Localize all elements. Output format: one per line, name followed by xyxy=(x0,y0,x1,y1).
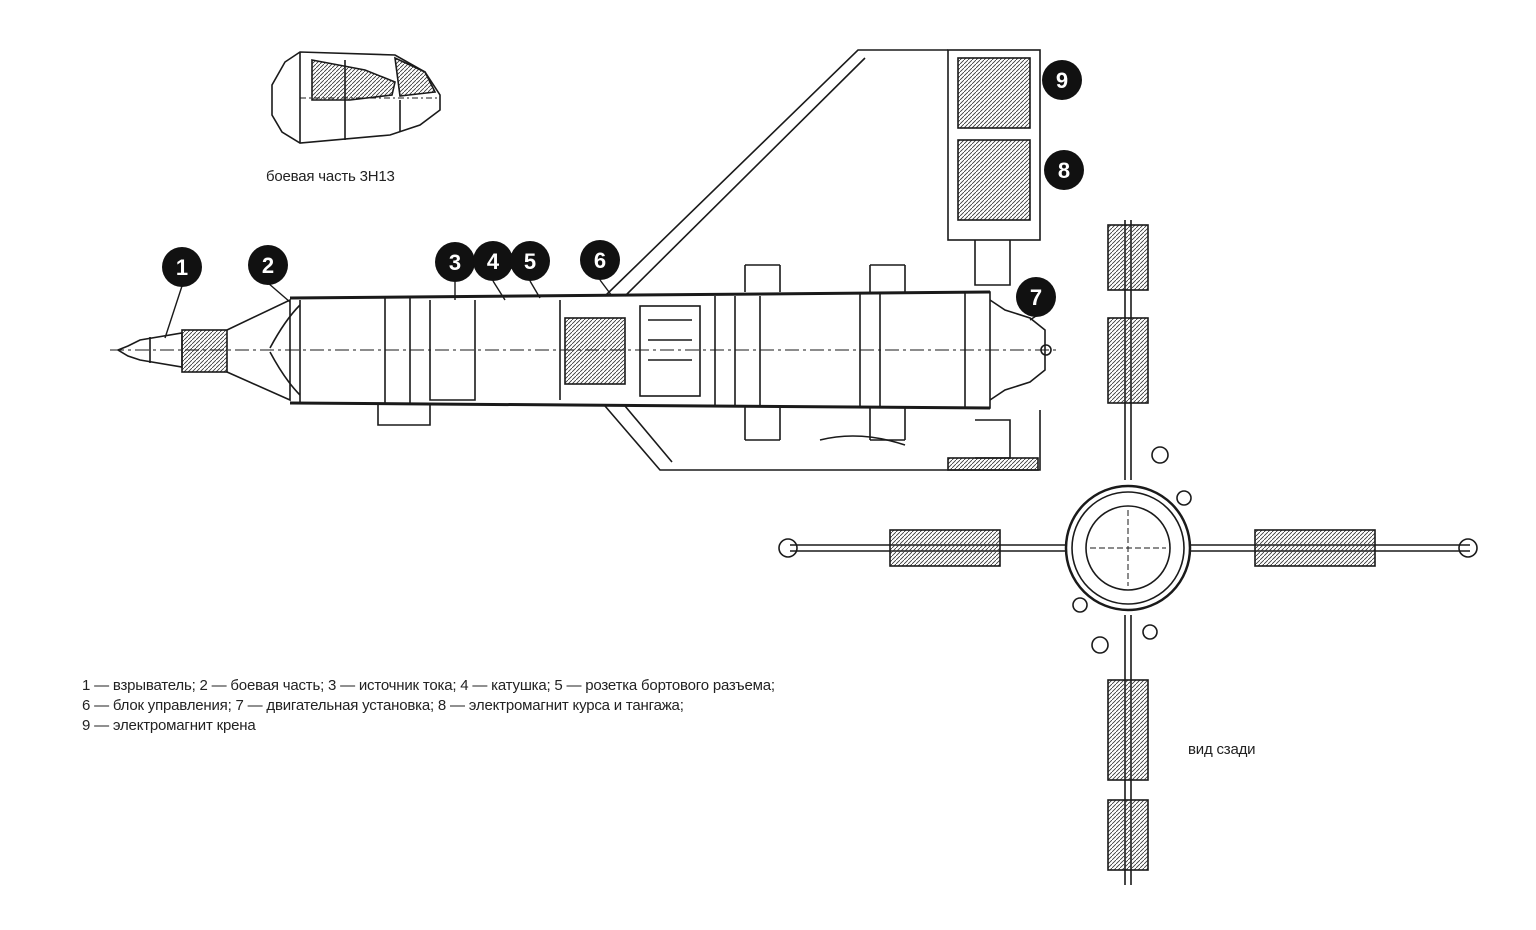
legend-line-1: 1 — взрыватель; 2 — боевая часть; 3 — ис… xyxy=(82,677,775,694)
marker-8: 8 xyxy=(1044,150,1084,190)
marker-8-label: 8 xyxy=(1058,158,1070,183)
legend: 1 — взрыватель; 2 — боевая часть; 3 — ис… xyxy=(82,676,775,736)
rear-view-caption: вид сзади xyxy=(1188,741,1256,758)
marker-2: 2 xyxy=(248,245,288,285)
marker-7: 7 xyxy=(1016,277,1056,317)
legend-line-2: 6 — блок управления; 7 — двигательная ус… xyxy=(82,697,684,714)
warhead-caption: боевая часть 3Н13 xyxy=(266,168,395,185)
lower-wing xyxy=(604,405,1041,471)
marker-1: 1 xyxy=(162,247,202,287)
marker-4-label: 4 xyxy=(487,249,500,274)
marker-6: 6 xyxy=(580,240,620,280)
marker-3: 3 xyxy=(435,242,475,282)
marker-7-label: 7 xyxy=(1030,285,1042,310)
marker-2-label: 2 xyxy=(262,253,274,278)
marker-1-label: 1 xyxy=(176,255,188,280)
marker-3-label: 3 xyxy=(449,250,461,275)
leader-lines xyxy=(164,279,1037,339)
missile-body xyxy=(110,290,1060,426)
upper-wing xyxy=(604,49,948,297)
marker-5: 5 xyxy=(510,241,550,281)
marker-5-label: 5 xyxy=(524,249,536,274)
actuator-clamps xyxy=(744,264,906,446)
control-module xyxy=(947,49,1041,286)
warhead-inset-drawing xyxy=(271,51,441,144)
rear-view-drawing xyxy=(778,220,1478,885)
marker-6-label: 6 xyxy=(594,248,606,273)
marker-9: 9 xyxy=(1042,60,1082,100)
marker-4: 4 xyxy=(473,241,513,281)
legend-line-3: 9 — электромагнит крена xyxy=(82,717,256,734)
marker-9-label: 9 xyxy=(1056,68,1068,93)
